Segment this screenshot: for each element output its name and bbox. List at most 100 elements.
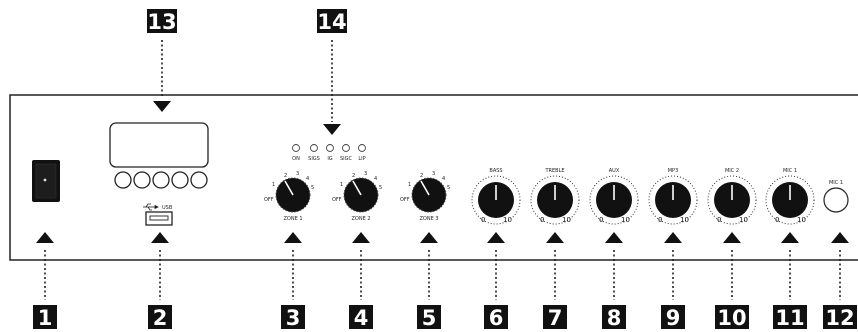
svg-text:2: 2 [284,173,287,179]
up-arrows [36,232,849,243]
svg-text:3: 3 [286,306,301,330]
treble-knob[interactable]: TREBLE 0 10 [530,168,580,225]
svg-text:7: 7 [548,306,563,330]
knob-min: 0 [717,216,721,224]
knob-pointer [284,180,294,196]
callout-12: 12 [823,305,857,330]
knob-min: 0 [599,216,603,224]
callout-14: 14 [317,9,347,34]
callout-1: 1 [33,305,57,330]
svg-text:13: 13 [147,10,176,34]
callout-10: 10 [715,305,749,330]
svg-text:14: 14 [317,10,346,34]
knob-max: 10 [562,216,571,224]
player-button[interactable] [114,171,132,189]
zone-knob-1[interactable]: OFF 1 2 3 4 5 ZONE 1 [264,171,314,222]
knob-pointer [352,180,362,196]
svg-text:6: 6 [489,306,504,330]
power-switch-rocker [35,163,57,199]
svg-text:2: 2 [352,173,355,179]
led-indicator [358,144,366,152]
mic-jack[interactable] [823,187,849,213]
knob-max: 10 [621,216,630,224]
leader-lines [44,40,841,300]
usb-label: USB [162,205,173,211]
mp3-knob[interactable]: MP3 0 10 [648,168,698,225]
player-button[interactable] [133,171,151,189]
svg-text:2: 2 [420,173,423,179]
knob-min: 0 [540,216,544,224]
player-buttons [114,171,208,189]
knob-max: 10 [797,216,806,224]
led-labels: ON SIGS IG SIGC LIP [292,156,365,162]
bass-knob[interactable]: BASS 0 10 [471,168,521,225]
led-indicator [292,144,300,152]
led-label: SIGC [340,156,353,162]
knob-min: 0 [481,216,485,224]
knob-label: MIC 2 [725,168,739,174]
svg-text:3: 3 [296,171,299,177]
knob-label: MIC 1 [783,168,797,174]
svg-text:5: 5 [422,306,437,330]
zone-off-label: OFF [400,197,410,203]
zone-off-label: OFF [332,197,342,203]
svg-text:1: 1 [340,182,343,188]
zone-off-label: OFF [264,197,274,203]
callout-9: 9 [661,305,685,330]
knob-pointer [420,180,430,196]
callout-13: 13 [147,9,177,34]
svg-text:5: 5 [379,185,382,191]
player-button[interactable] [190,171,208,189]
svg-text:4: 4 [306,176,309,182]
svg-text:4: 4 [442,176,445,182]
knob-label: TREBLE [544,168,564,174]
mic-2-knob[interactable]: MIC 2 0 10 [707,168,757,225]
callout-6: 6 [484,305,508,330]
led-label: ON [292,156,300,162]
knob-min: 0 [658,216,662,224]
aux-knob[interactable]: AUX 0 10 [589,168,639,225]
led-label: LIP [358,156,365,162]
svg-text:4: 4 [374,176,377,182]
zone-knob-3[interactable]: OFF 1 2 3 4 5 ZONE 3 [400,171,450,222]
player-button[interactable] [171,171,189,189]
svg-text:1: 1 [408,182,411,188]
knob-label: AUX [609,168,620,174]
knob-label: BASS [489,168,502,174]
player-button[interactable] [152,171,170,189]
callout-7: 7 [543,305,567,330]
usb-symbol-icon [143,203,159,211]
mic-jack-label: MIC 1 [829,180,843,186]
usb-port-tongue [149,215,169,221]
callout-3: 3 [281,305,305,330]
led-indicator [326,144,334,152]
callout-2: 2 [148,305,172,330]
zone-knob-2[interactable]: OFF 1 2 3 4 5 ZONE 2 [332,171,382,222]
down-arrows [153,101,341,135]
display-window [109,122,209,168]
knob-max: 10 [680,216,689,224]
callout-11: 11 [773,305,807,330]
knob-max: 10 [739,216,748,224]
knob-max: 10 [503,216,512,224]
led-label: IG [327,156,332,162]
usb-port[interactable] [145,211,173,226]
led-label: SIGS [308,156,320,162]
svg-text:4: 4 [354,306,369,330]
zone-label: ZONE 1 [283,216,302,222]
callout-8: 8 [602,305,626,330]
knob-min: 0 [775,216,779,224]
power-indicator-dot [43,178,47,182]
svg-text:5: 5 [311,185,314,191]
mic-1-knob[interactable]: MIC 1 0 10 [765,168,815,225]
led-indicators [292,144,366,152]
zone-label: ZONE 3 [419,216,438,222]
svg-text:10: 10 [717,306,746,330]
svg-text:1: 1 [38,306,53,330]
svg-text:1: 1 [272,182,275,188]
svg-text:11: 11 [775,306,804,330]
svg-text:8: 8 [607,306,622,330]
led-indicator [310,144,318,152]
svg-text:3: 3 [432,171,435,177]
